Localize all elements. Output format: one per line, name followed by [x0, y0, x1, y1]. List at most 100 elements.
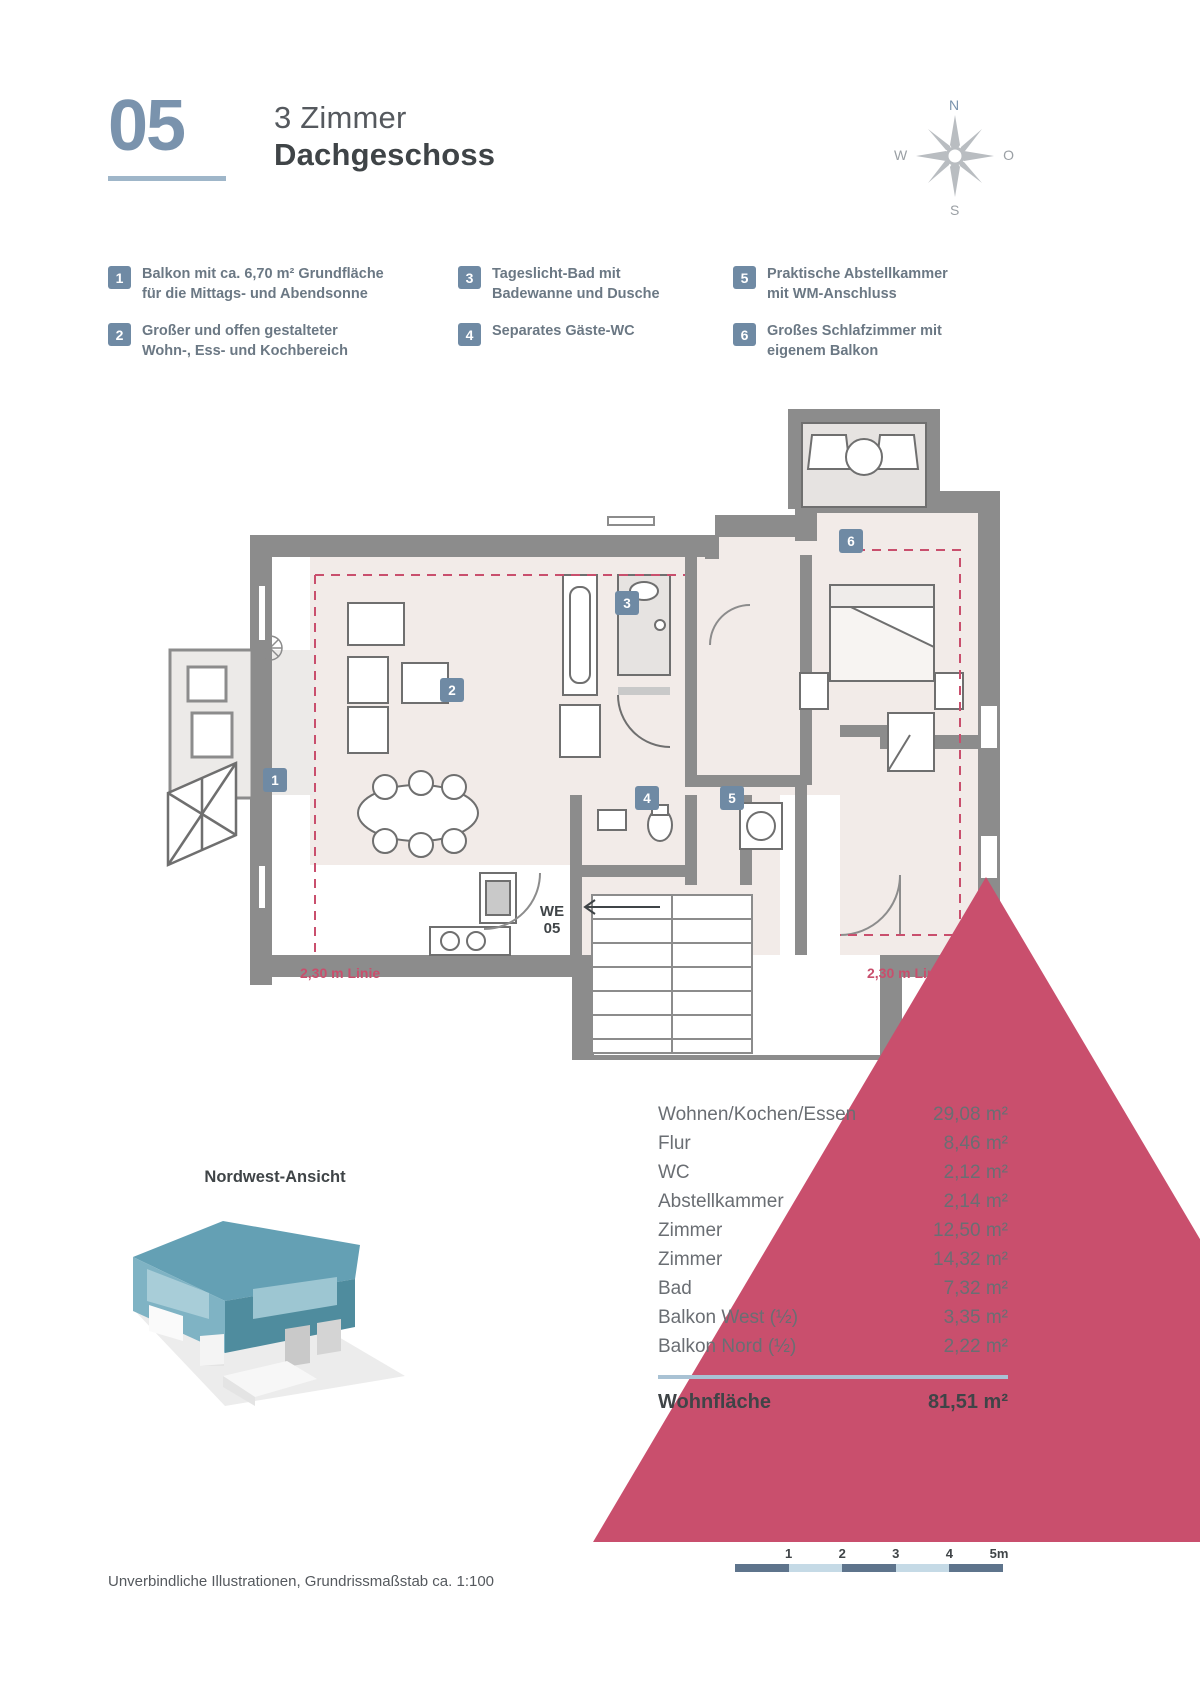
area-name: Zimmer — [658, 1248, 723, 1270]
feature-column-2: 3 Tageslicht-Bad mit Badewanne und Dusch… — [458, 265, 733, 361]
plant-icon — [257, 635, 283, 661]
feature-badge-4: 4 — [458, 323, 481, 347]
compass-star-icon — [916, 115, 994, 197]
scale-bar: 1 2 3 4 5m — [735, 1546, 1015, 1572]
plan-badge-6: 6 — [839, 529, 863, 553]
feature-text-2-line2: Wohn-, Ess- und Kochbereich — [142, 342, 348, 359]
area-name: Flur — [658, 1132, 691, 1154]
exterior-view-image — [105, 1201, 525, 1421]
floorplan-drawing — [166, 409, 1000, 1077]
floor-label: Dachgeschoss — [274, 136, 496, 172]
area-total-row: Wohnfläche 81,51 m² — [658, 1391, 1008, 1414]
page-header: 05 3 Zimmer Dachgeschoss — [108, 86, 495, 182]
scale-seg-4 — [895, 1564, 950, 1572]
feature-text-6-line2: eigenem Balkon — [767, 342, 879, 359]
washing-machine-icon — [739, 802, 783, 850]
stair-direction-arrow — [583, 899, 660, 915]
area-value: 2,12 m² — [943, 1161, 1008, 1183]
area-total-label: Wohnfläche — [658, 1391, 771, 1413]
scale-bar-track — [735, 1564, 1003, 1572]
windows — [257, 516, 999, 910]
door-swing — [483, 604, 901, 936]
area-name: Balkon Nord (½) — [658, 1335, 797, 1357]
unit-marker-number: 05 — [543, 920, 561, 938]
unit-marker-we: WE — [539, 903, 565, 920]
kitchen-counter — [429, 872, 517, 956]
feature-text-1-line2: für die Mittags- und Abendsonne — [142, 285, 368, 302]
scale-seg-3 — [842, 1564, 896, 1572]
scale-seg-1 — [735, 1564, 789, 1572]
table-row: Balkon Nord (½) 2,22 m² — [658, 1332, 1008, 1361]
feature-text-6: Großes Schlafzimmer mit eigenem Balkon — [767, 322, 942, 361]
height-line-label-left: 2,30 m Linie — [300, 965, 381, 981]
table-row: Balkon West (½) 3,35 m² — [658, 1303, 1008, 1332]
area-total-value: 81,51 m² — [927, 1391, 1008, 1413]
exterior-view-title: Nordwest-Ansicht — [204, 1168, 346, 1186]
feature-text-2: Großer und offen gestalteter Wohn-, Ess-… — [142, 322, 348, 361]
feature-item-2: 2 Großer und offen gestalteter Wohn-, Es… — [108, 322, 458, 361]
feature-text-1-line1: Balkon mit ca. 6,70 m² Grundfläche — [142, 266, 384, 282]
wc-fixtures — [597, 804, 673, 842]
area-value: 7,32 m² — [943, 1277, 1008, 1299]
balcony-north — [801, 422, 927, 508]
table-row: Bad 7,32 m² — [658, 1274, 1008, 1303]
area-name: Balkon West (½) — [658, 1306, 799, 1328]
feature-badge-5: 5 — [733, 266, 756, 289]
exterior-view-block: Nordwest-Ansicht — [105, 1168, 525, 1421]
feature-item-5: 5 Praktische Abstellkammer mit WM-Anschl… — [733, 265, 1038, 304]
walls — [250, 409, 1000, 1077]
feature-item-3: 3 Tageslicht-Bad mit Badewanne und Dusch… — [458, 265, 733, 304]
table-row: Abstellkammer 2,14 m² — [658, 1187, 1008, 1216]
bathroom-fixtures — [559, 574, 671, 758]
table-row: WC 2,12 m² — [658, 1158, 1008, 1187]
feature-badge-1: 1 — [108, 266, 131, 289]
unit-number: 05 — [108, 86, 186, 166]
room-count-label: 3 Zimmer — [274, 100, 407, 135]
header-rule — [108, 176, 226, 182]
scale-tick-5: 5m — [989, 1546, 1009, 1561]
area-value: 3,35 m² — [943, 1306, 1008, 1328]
scale-tick-4: 4 — [945, 1546, 954, 1561]
unit-marker-label: WE 05 — [522, 903, 582, 938]
area-name: Bad — [658, 1277, 692, 1299]
plan-badge-2: 2 — [440, 678, 464, 702]
dining-table — [357, 770, 479, 858]
scale-bar-labels: 1 2 3 4 5m — [735, 1546, 1015, 1564]
feature-badge-3: 3 — [458, 266, 481, 289]
floorplan: 1 2 3 4 5 6 2,30 m Linie 2,30 m Linie WE… — [140, 395, 1200, 1542]
compass-north-label: N — [949, 97, 960, 113]
feature-badge-2: 2 — [108, 323, 131, 347]
title-block: 3 Zimmer Dachgeschoss — [274, 92, 495, 173]
feature-column-3: 5 Praktische Abstellkammer mit WM-Anschl… — [733, 265, 1038, 361]
feature-item-6: 6 Großes Schlafzimmer mit eigenem Balkon — [733, 322, 1038, 361]
parasol-icon — [166, 761, 238, 867]
staircase — [591, 894, 753, 1054]
area-value: 29,08 m² — [933, 1103, 1008, 1125]
area-value: 14,32 m² — [933, 1248, 1008, 1270]
plan-badge-1: 1 — [263, 768, 287, 792]
scale-seg-2 — [788, 1564, 843, 1572]
table-row: Wohnen/Kochen/Essen 29,08 m² — [658, 1100, 1008, 1129]
plan-badge-4: 4 — [635, 786, 659, 810]
feature-text-5: Praktische Abstellkammer mit WM-Anschlus… — [767, 265, 948, 304]
area-value: 2,14 m² — [943, 1190, 1008, 1212]
area-name: Abstellkammer — [658, 1190, 784, 1212]
feature-column-1: 1 Balkon mit ca. 6,70 m² Grundfläche für… — [108, 265, 458, 361]
area-value: 2,22 m² — [943, 1335, 1008, 1357]
feature-text-5-line2: mit WM-Anschluss — [767, 285, 897, 302]
feature-text-4: Separates Gäste-WC — [492, 322, 635, 342]
area-value: 8,46 m² — [943, 1132, 1008, 1154]
feature-text-2-line1: Großer und offen gestalteter — [142, 323, 338, 340]
feature-text-3-line1: Tageslicht-Bad mit — [492, 266, 621, 282]
area-name: Wohnen/Kochen/Essen — [658, 1103, 857, 1125]
table-row: Zimmer 12,50 m² — [658, 1216, 1008, 1245]
plan-badge-5: 5 — [720, 786, 744, 810]
compass-west-label: W — [894, 147, 908, 163]
area-value: 12,50 m² — [933, 1219, 1008, 1241]
feature-text-6-line1: Großes Schlafzimmer mit — [767, 323, 942, 340]
sofa-furniture — [347, 602, 449, 754]
unit-number-block: 05 — [108, 86, 226, 182]
feature-text-4-line1: Separates Gäste-WC — [492, 323, 635, 340]
compass-east-label: O — [1003, 147, 1014, 163]
height-line-230 — [314, 549, 961, 955]
